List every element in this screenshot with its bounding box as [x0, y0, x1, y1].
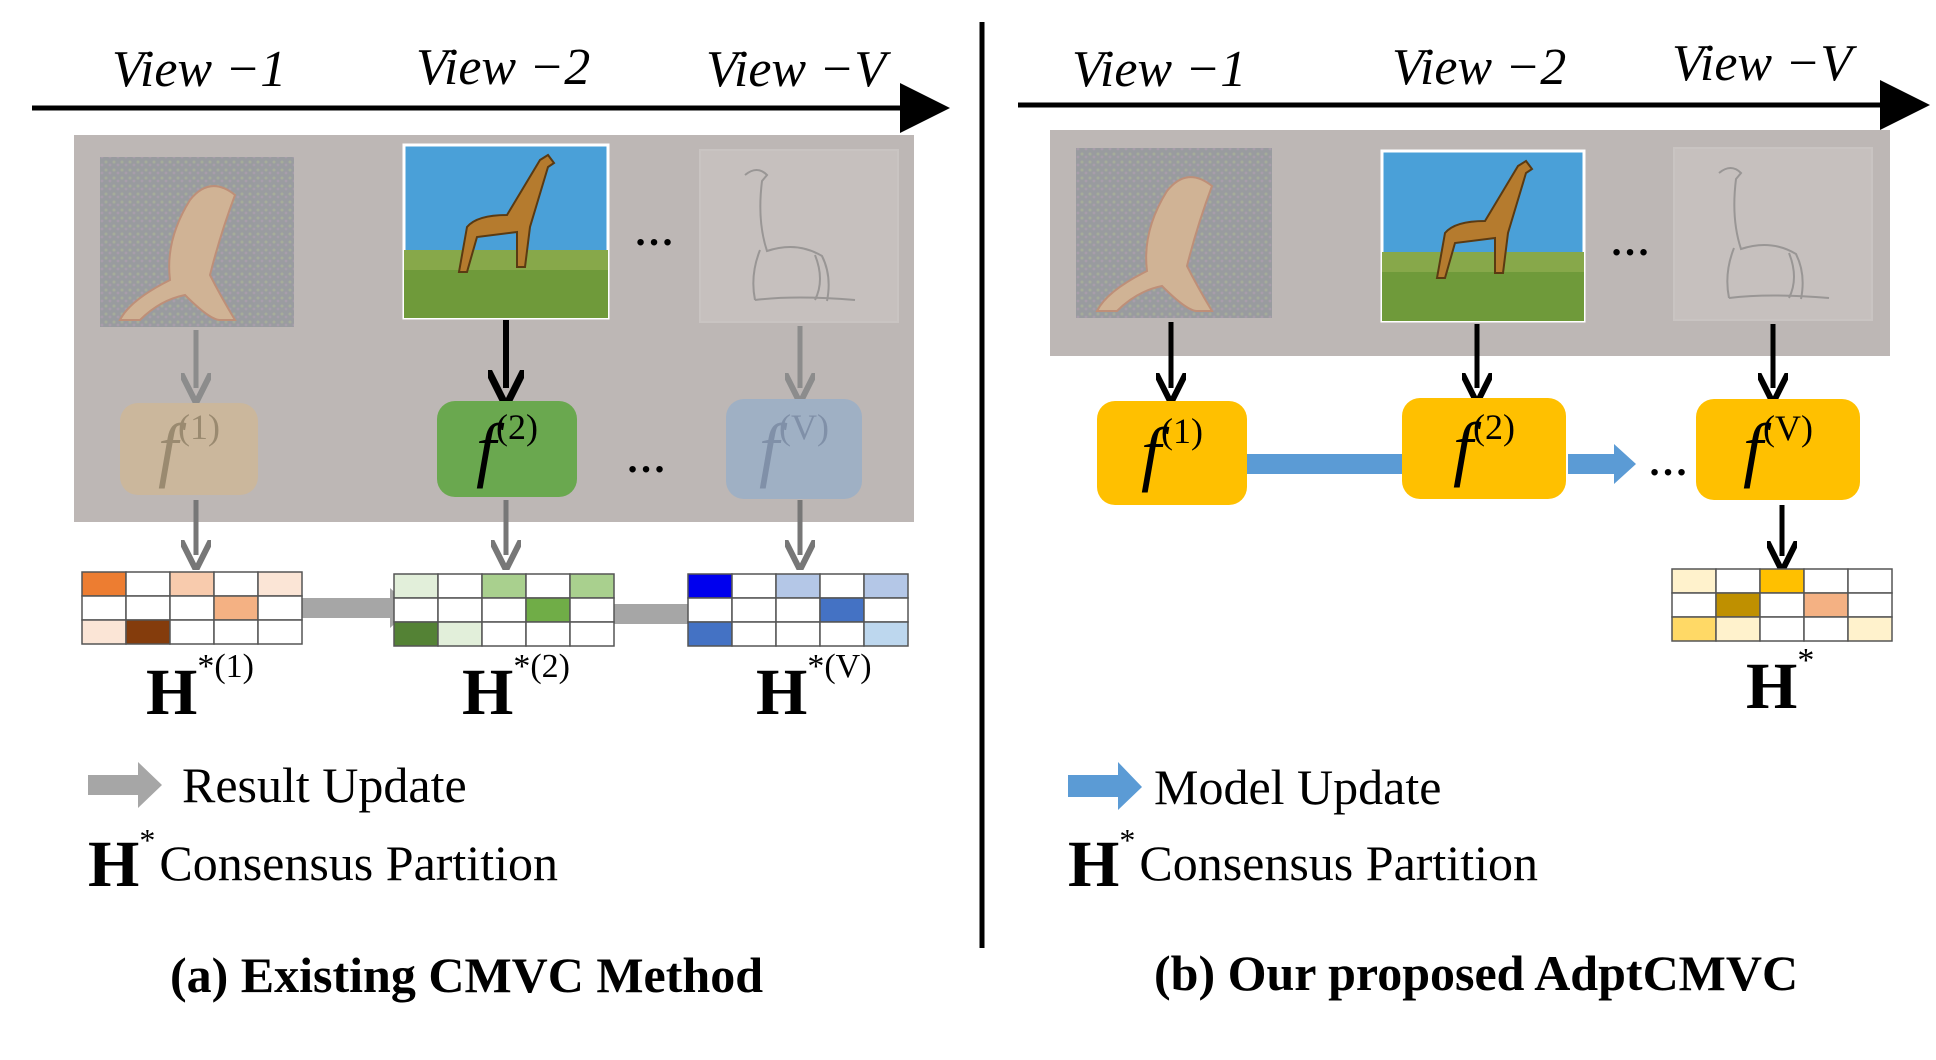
legend-consensus-text: Consensus Partition — [159, 835, 558, 891]
h2-grid-a — [393, 573, 615, 647]
view2-image-a — [402, 143, 610, 320]
legend-h-letter: H — [88, 828, 140, 901]
h-letter: H — [756, 656, 808, 729]
func-box-v-b: f(V) — [1696, 399, 1860, 500]
func-box-2-a: f(2) — [437, 401, 577, 497]
legend-h-sup: * — [139, 822, 156, 858]
h-superscript: *(V) — [807, 648, 872, 685]
h-superscript: * — [1797, 642, 1815, 679]
h-star-label-b: H* — [1746, 644, 1814, 720]
caption-a: (a) Existing CMVC Method — [170, 947, 764, 1003]
func-box-2-b: f(2) — [1402, 398, 1566, 499]
hV-grid-a — [687, 573, 909, 647]
view1-image-b — [1076, 148, 1272, 318]
h-letter: H — [462, 656, 514, 729]
view-label-2-a: View −2 — [416, 39, 591, 96]
h2-label-a: H*(2) — [462, 650, 570, 726]
caption-b: (b) Our proposed AdptCMVC — [1154, 945, 1799, 1001]
viewV-image-b — [1673, 147, 1873, 321]
legend-result-update-text: Result Update — [182, 757, 467, 813]
func-box-1-a: f(1) — [120, 403, 258, 495]
view-label-1-a: View −1 — [112, 41, 287, 98]
legend-consensus-text: Consensus Partition — [1139, 835, 1538, 891]
func-symbol: f — [476, 408, 497, 489]
view-label-1-b: View −1 — [1072, 41, 1247, 98]
h-star-grid-b — [1671, 568, 1893, 642]
ellipsis-funcs-a: … — [626, 436, 668, 481]
ellipsis-funcs-b: … — [1648, 439, 1690, 484]
view-label-v-a: View −V — [706, 41, 886, 98]
ellipsis-images-b: … — [1610, 219, 1652, 264]
h1-label-a: H*(1) — [146, 650, 254, 726]
func-superscript: (2) — [1473, 406, 1515, 447]
view-label-v-b: View −V — [1672, 35, 1852, 92]
model-update-arrow-1 — [1240, 444, 1432, 484]
legend-consensus-b: H* Consensus Partition — [1068, 822, 1538, 898]
legend-consensus-a: H* Consensus Partition — [88, 822, 558, 898]
h-letter: H — [1746, 650, 1798, 723]
view1-image-a — [100, 157, 294, 327]
result-update-arrow-1 — [290, 588, 412, 628]
model-update-arrow-2 — [1568, 444, 1636, 484]
view-label-2-b: View −2 — [1392, 39, 1567, 96]
func-superscript: (2) — [496, 407, 538, 447]
view2-image-b — [1380, 149, 1586, 323]
func-superscript: (V) — [1763, 407, 1813, 448]
func-box-1-b: f(1) — [1097, 401, 1247, 505]
func-box-v-a: f(V) — [726, 399, 862, 499]
func-symbol: f — [1453, 408, 1474, 488]
func-symbol: f — [158, 408, 179, 489]
legend-h-sup: * — [1119, 822, 1136, 858]
ellipsis-images-a: … — [634, 209, 676, 254]
legend-model-update-text: Model Update — [1154, 759, 1442, 815]
legend-blue-arrow — [1068, 762, 1142, 810]
func-symbol: f — [1141, 412, 1162, 493]
h1-grid-a — [81, 571, 303, 645]
legend-h-letter: H — [1068, 828, 1120, 901]
func-superscript: (V) — [779, 407, 829, 447]
h-superscript: *(2) — [513, 648, 570, 685]
h-letter: H — [146, 656, 198, 729]
func-symbol: f — [1743, 409, 1764, 489]
result-update-arrow-2 — [593, 594, 712, 634]
func-superscript: (1) — [1161, 411, 1203, 451]
legend-gray-arrow — [88, 762, 162, 808]
func-symbol: f — [759, 408, 780, 489]
hV-label-a: H*(V) — [756, 650, 872, 726]
h-superscript: *(1) — [197, 648, 254, 685]
func-superscript: (1) — [178, 407, 220, 447]
viewV-image-a — [699, 149, 899, 323]
